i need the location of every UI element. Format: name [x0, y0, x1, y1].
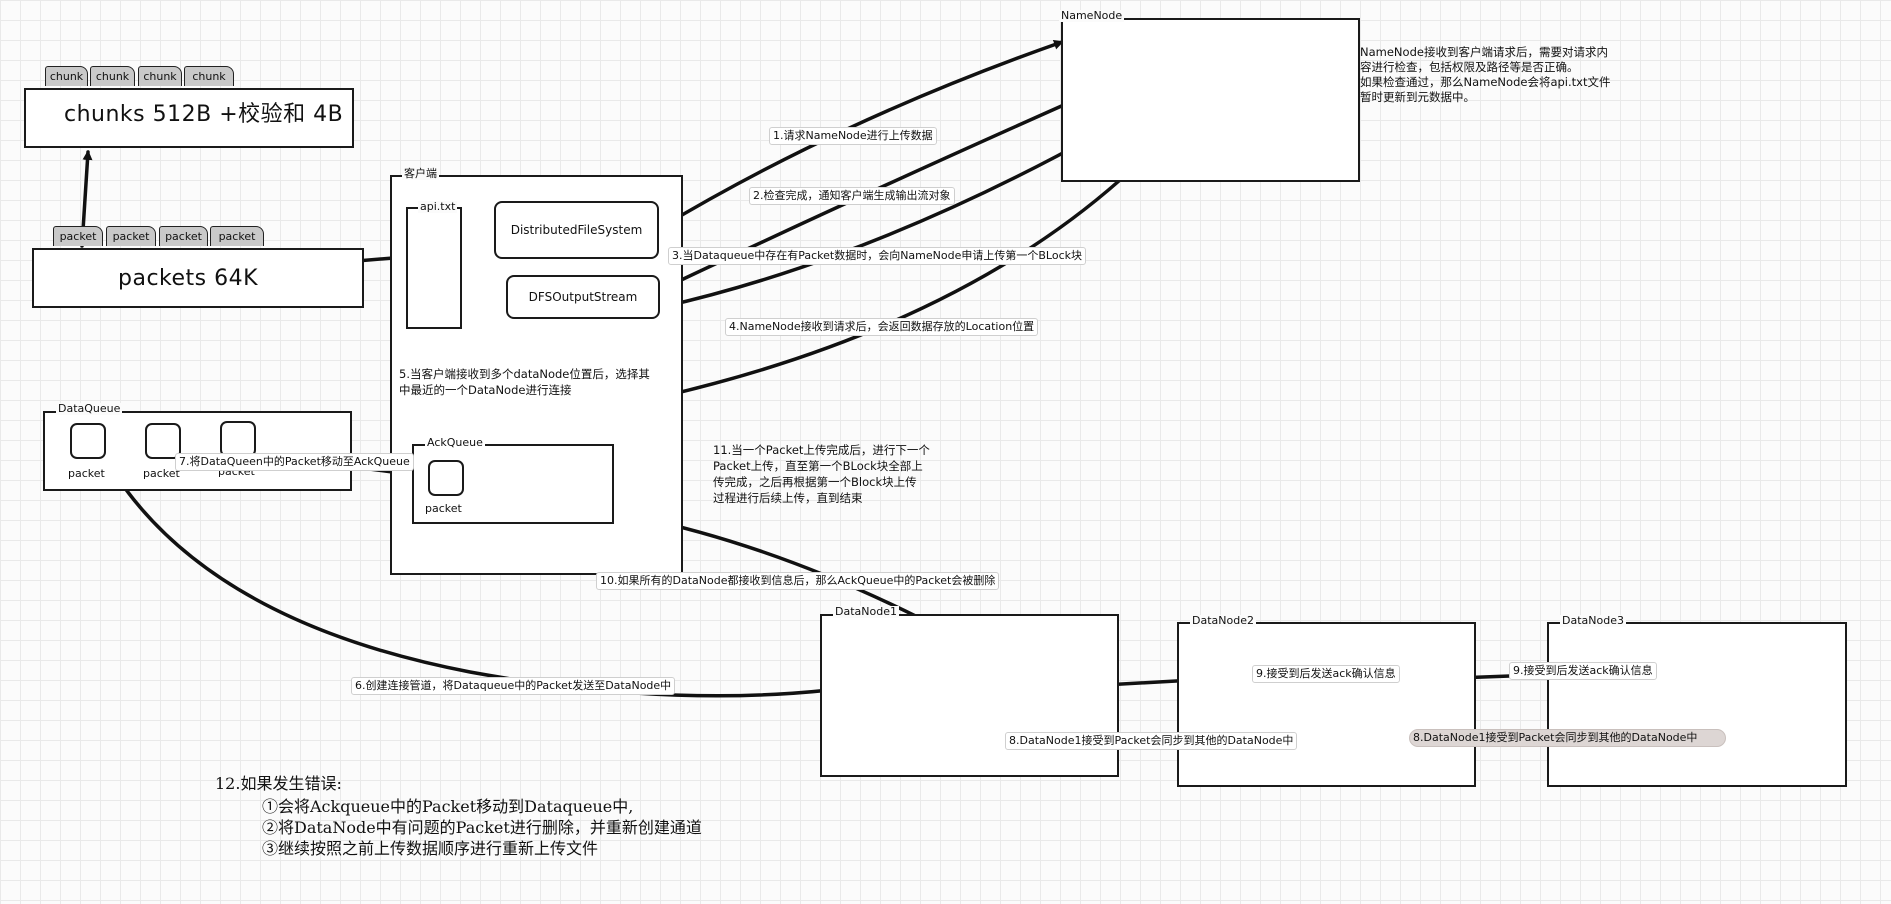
- namenode-note-line: 暂时更新到元数据中。: [1360, 90, 1475, 104]
- dataqueue-packet-square: [70, 423, 106, 459]
- step9b-label: 9.接受到后发送ack确认信息: [1509, 662, 1657, 680]
- ackqueue-title: AckQueue: [425, 436, 485, 449]
- step1-label: 1.请求NameNode进行上传数据: [769, 127, 937, 145]
- distributed-filesystem-box: DistributedFileSystem: [494, 201, 659, 259]
- step5-label: 5.当客户端接收到多个dataNode位置后，选择其 中最近的一个DataNod…: [399, 366, 650, 398]
- step10-label: 10.如果所有的DataNode都接收到信息后，那么AckQueue中的Pack…: [596, 572, 1000, 590]
- chunk-tab: chunk: [184, 66, 234, 86]
- dataqueue-packet-label: packet: [68, 467, 105, 480]
- arrow-step3: [660, 132, 1100, 309]
- api-file-box: [406, 207, 462, 329]
- api-file-title: api.txt: [418, 200, 458, 213]
- datanode2-box: [1177, 622, 1476, 787]
- namenode-box: [1061, 18, 1360, 182]
- datanode1-title: DataNode1: [833, 605, 899, 618]
- arrow-step4: [658, 178, 1122, 401]
- step5-line: 中最近的一个DataNode进行连接: [399, 383, 572, 397]
- chunk-tab: chunk: [90, 66, 135, 86]
- dataqueue-packet-square: [220, 421, 256, 457]
- datanode3-box: [1547, 622, 1847, 787]
- ack-packet-square: [428, 460, 464, 496]
- step11-line: 传完成，之后再根据第一个Block块上传: [713, 475, 917, 489]
- step8a-label: 8.DataNode1接受到Packet会同步到其他的DataNode中: [1005, 732, 1298, 750]
- namenode-note: NameNode接收到客户端请求后，需要对请求内 容进行检查，包括权限及路径等是…: [1360, 45, 1610, 105]
- step4-label: 4.NameNode接收到请求后，会返回数据存放的Location位置: [725, 318, 1039, 336]
- dataqueue-packet-label: packet: [143, 467, 180, 480]
- packet-tab: packet: [53, 226, 103, 246]
- datanode2-title: DataNode2: [1190, 614, 1256, 627]
- namenode-title: NameNode: [1059, 9, 1125, 22]
- namenode-note-line: 容进行检查，包括权限及路径等是否正确。: [1360, 60, 1579, 74]
- error-item: ③继续按照之前上传数据顺序进行重新上传文件: [262, 839, 599, 858]
- dataqueue-title: DataQueue: [56, 402, 123, 415]
- step8b-label: 8.DataNode1接受到Packet会同步到其他的DataNode中: [1409, 729, 1727, 747]
- step5-line: 5.当客户端接收到多个dataNode位置后，选择其: [399, 367, 650, 381]
- dataqueue-packet-square: [145, 423, 181, 459]
- dfs-output-stream-box: DFSOutputStream: [506, 275, 660, 319]
- step2-label: 2.检查完成，通知客户端生成输出流对象: [749, 187, 955, 205]
- packets-box: [32, 248, 364, 308]
- step11-label: 11.当一个Packet上传完成后，进行下一个 Packet上传，直至第一个BL…: [713, 442, 930, 506]
- packet-tab: packet: [159, 226, 208, 246]
- namenode-note-line: 如果检查通过，那么NameNode会将api.txt文件: [1360, 75, 1611, 89]
- error-item: ②将DataNode中有问题的Packet进行删除，并重新创建通道: [262, 818, 702, 837]
- step11-line: 11.当一个Packet上传完成后，进行下一个: [713, 443, 930, 457]
- packets-label: packets 64K: [118, 266, 259, 291]
- client-title: 客户端: [402, 167, 439, 180]
- step11-line: 过程进行后续上传，直到结束: [713, 491, 863, 505]
- step6-label: 6.创建连接管道，将Dataqueue中的Packet发送至DataNode中: [351, 677, 676, 695]
- chunk-tab: chunk: [45, 66, 88, 86]
- step9a-label: 9.接受到后发送ack确认信息: [1252, 665, 1400, 683]
- packet-tab: packet: [210, 226, 264, 246]
- step7-label: 7.将DataQueen中的Packet移动至AckQueue: [175, 453, 414, 471]
- step11-line: Packet上传，直至第一个BLock块全部上: [713, 459, 923, 473]
- chunks-label: chunks 512B +校验和 4B: [64, 102, 344, 127]
- chunks-box: [24, 88, 354, 148]
- datanode3-title: DataNode3: [1560, 614, 1626, 627]
- chunk-tab: chunk: [138, 66, 182, 86]
- ack-packet-label: packet: [425, 502, 462, 515]
- error-title: 12.如果发生错误:: [215, 774, 342, 793]
- namenode-note-line: NameNode接收到客户端请求后，需要对请求内: [1360, 45, 1608, 59]
- packet-tab: packet: [106, 226, 156, 246]
- datanode1-box: [820, 614, 1119, 777]
- error-item: ①会将Ackqueue中的Packet移动到Dataqueue中,: [262, 797, 634, 816]
- step3-label: 3.当Dataqueue中存在有Packet数据时，会向NameNode申请上传…: [668, 247, 1086, 265]
